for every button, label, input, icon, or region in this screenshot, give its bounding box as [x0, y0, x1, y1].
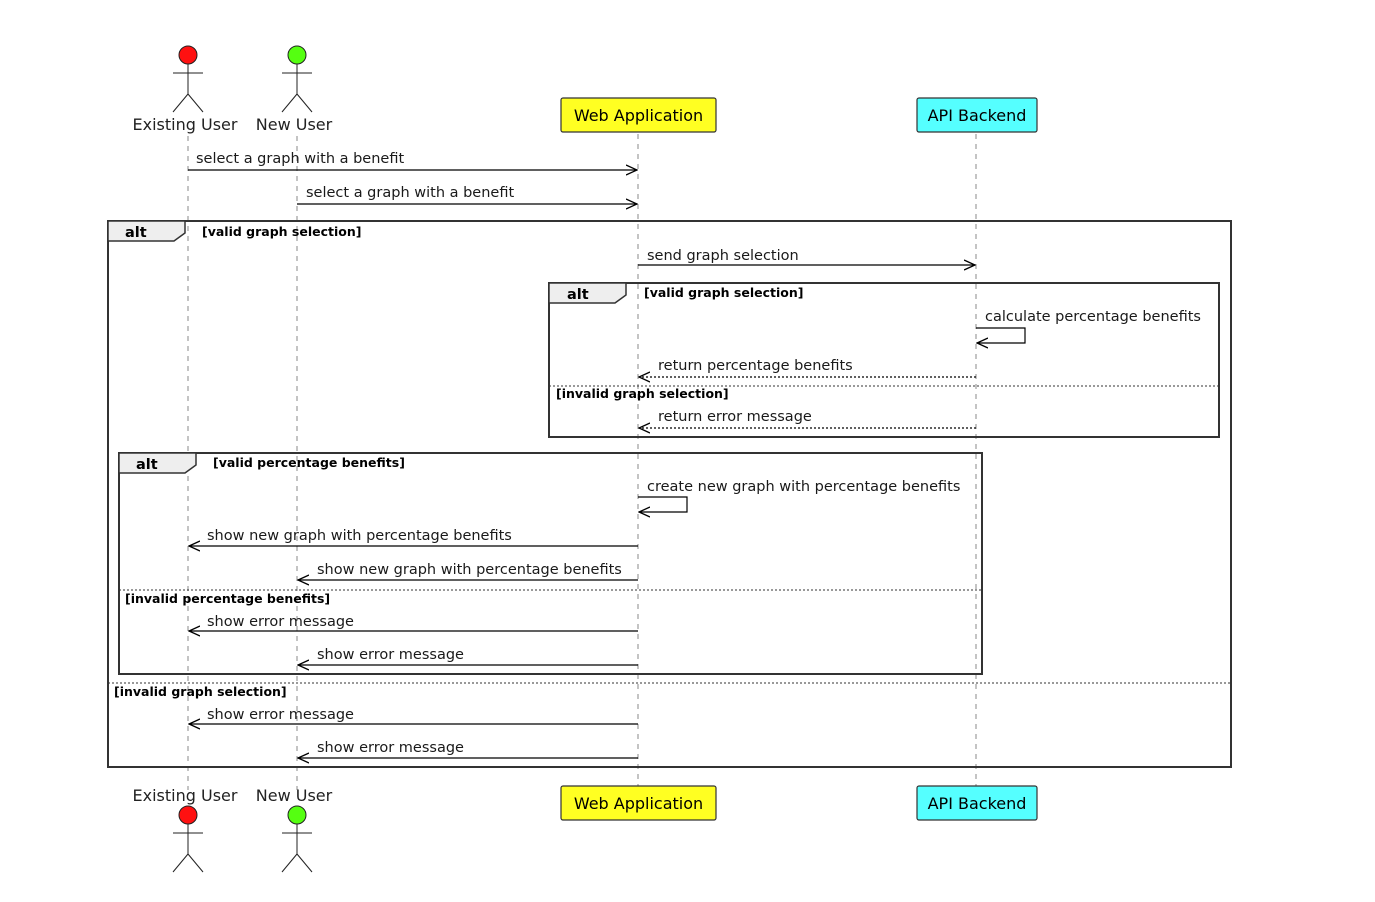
fragment-tag: alt	[125, 225, 147, 241]
message-label: show error message	[317, 740, 464, 756]
actor-existing-user-top: Existing User	[133, 45, 238, 134]
self-message-arrow	[976, 327, 1026, 343]
actor-new-user-bottom: New User	[256, 786, 333, 873]
actor-head-icon	[287, 805, 307, 825]
actor-new-user-top: New User	[256, 45, 333, 134]
participant-api-backend-bottom: API Backend	[916, 785, 1038, 821]
actor-label: New User	[256, 786, 333, 805]
fragment-else-guard: [invalid percentage benefits]	[125, 591, 330, 606]
message-label: show error message	[207, 707, 354, 723]
alt-fragment-outer: alt [valid graph selection] [invalid gra…	[107, 220, 1232, 768]
actor-head-icon	[178, 45, 198, 65]
participant-web-application-bottom: Web Application	[560, 785, 717, 821]
message-label: return percentage benefits	[658, 358, 853, 374]
fragment-tag: alt	[567, 287, 589, 303]
message-label: show error message	[317, 647, 464, 663]
actor-label: Existing User	[133, 786, 238, 805]
message-label: return error message	[658, 409, 812, 425]
message-label: select a graph with a benefit	[306, 185, 514, 201]
participant-label: Web Application	[574, 794, 703, 813]
actor-head-icon	[287, 45, 307, 65]
participant-label: Web Application	[574, 106, 703, 125]
participant-label: API Backend	[928, 794, 1027, 813]
participant-web-application-top: Web Application	[560, 97, 717, 133]
fragment-guard: [valid graph selection]	[202, 224, 361, 239]
participant-label: API Backend	[928, 106, 1027, 125]
fragment-else-guard: [invalid graph selection]	[114, 684, 287, 699]
alt-fragment-api: alt [valid graph selection] [invalid gra…	[548, 282, 1220, 438]
message-label: create new graph with percentage benefit…	[647, 479, 960, 495]
alt-fragment-benefits: alt [valid percentage benefits] [invalid…	[118, 452, 983, 675]
participant-api-backend-top: API Backend	[916, 97, 1038, 133]
actor-label: Existing User	[133, 115, 238, 134]
actor-head-icon	[178, 805, 198, 825]
message-label: select a graph with a benefit	[196, 151, 404, 167]
message-label: send graph selection	[647, 248, 799, 264]
message-label: calculate percentage benefits	[985, 309, 1201, 325]
self-message-arrow	[638, 496, 688, 512]
actor-label: New User	[256, 115, 333, 134]
message-label: show new graph with percentage benefits	[207, 528, 512, 544]
fragment-guard: [valid graph selection]	[644, 285, 803, 300]
message-label: show new graph with percentage benefits	[317, 562, 622, 578]
message-label: show error message	[207, 614, 354, 630]
actor-existing-user-bottom: Existing User	[133, 786, 238, 873]
fragment-else-guard: [invalid graph selection]	[556, 386, 729, 401]
fragment-guard: [valid percentage benefits]	[213, 455, 405, 470]
fragment-tag: alt	[136, 457, 158, 473]
